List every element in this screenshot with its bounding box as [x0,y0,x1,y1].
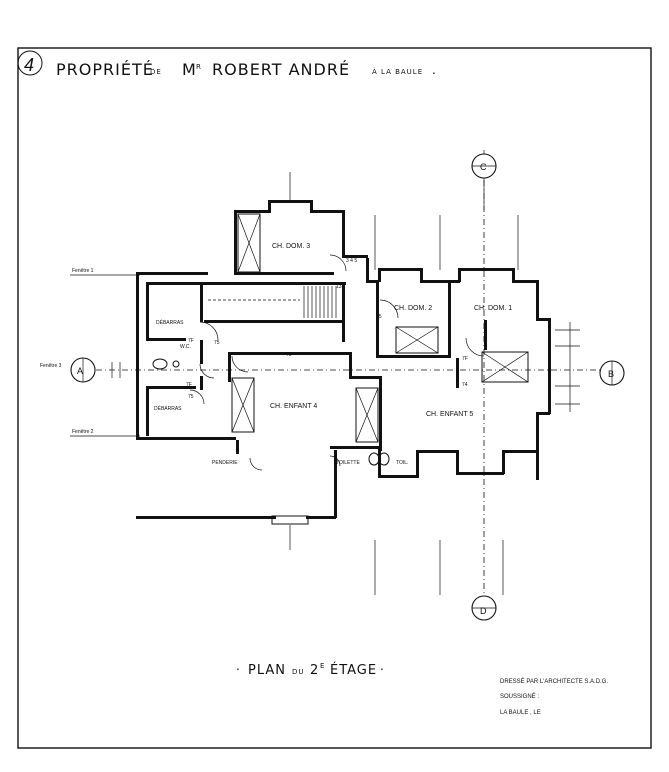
signature-line-2: SOUSSIGNÉ : [500,693,539,700]
label-ch-dom-1: CH. DOM. 1 [474,305,512,312]
title-mr: M [182,60,197,79]
title-block: 4 PROPRIÉTÉ DE M R ROBERT ANDRÉ À LA BAU… [17,50,437,79]
dim-75-a: 75 [214,340,220,346]
staircase: 13 3 4 5 [208,258,357,318]
window-dom2 [395,326,439,354]
window-enfant5-e [481,351,529,383]
fixtures [152,358,390,466]
marker-d-label: D [480,606,487,616]
door-dimension-labels: 7F 75 7F 75 78 75 7F 74 [186,314,468,400]
window-dom3 [237,213,261,273]
dim-75-c: 75 [376,314,382,320]
marker-c-label: C [480,162,487,172]
sheet-border [17,47,652,749]
window-sill-south [271,515,309,525]
dim-74: 74 [462,382,468,388]
plan-title-du: DU [292,668,305,676]
grid-label-1: Fenêtre 1 [72,268,94,274]
label-toilette: TOILETTE [336,460,360,466]
section-marker-b: B [599,360,625,386]
label-debarras-bottom: DÉBARRAS [154,405,182,412]
plan-title-etage: ÉTAGE [330,662,377,678]
title-mr-sup: R [196,63,202,71]
walls [136,200,551,519]
stair-count: 13 [336,284,342,290]
stair-steps: 3 4 5 [346,258,357,264]
dim-75-b: 75 [188,394,194,400]
marker-a-label: A [77,366,83,376]
sheet-number-circle [17,50,43,76]
dim-78: 78 [286,352,292,358]
grid-label-3: Fenêtre 3 [40,363,62,369]
label-ch-enfant-5: CH. ENFANT 5 [426,411,473,418]
signature-block: DRESSÉ PAR L'ARCHITECTE S.A.D.G. SOUSSIG… [500,678,608,716]
plan-title-dot2: . [380,659,385,673]
title-location: À LA BAULE [372,67,423,76]
section-marker-d: D [471,595,497,621]
label-ch-dom-2: CH. DOM. 2 [394,305,432,312]
grid-label-2: Fenêtre 2 [72,429,94,435]
marker-b-label: B [608,369,614,379]
label-debarras-top: DÉBARRAS [156,319,184,326]
section-marker-a: A [70,357,600,383]
section-marker-c: C [471,150,497,620]
wc-bowl [152,358,168,370]
plan-title-level: 2 [310,663,319,678]
label-wc: W.C. [180,344,191,350]
title-of: DE [150,68,162,76]
signature-line-1: DRESSÉ PAR L'ARCHITECTE S.A.D.G. [500,678,608,685]
grid-lines: Fenêtre 1 Fenêtre 2 Fenêtre 3 [40,172,519,595]
plan-title-level-sup: E [320,662,325,670]
dim-7f-b: 7F [186,382,192,388]
plan-title-dot1: . [236,659,241,673]
dim-7f-a: 7F [188,338,194,344]
dimension-marks [111,322,580,412]
dim-7f-c: 7F [462,356,468,362]
title-owner: ROBERT ANDRÉ [212,60,350,79]
window-toilette [355,387,379,443]
label-penderie: PENDERIE [212,460,238,466]
plan-title: . PLAN DU 2 E ÉTAGE . [236,659,385,678]
window-enfant4 [231,377,255,433]
label-ch-enfant-4: CH. ENFANT 4 [270,403,317,410]
title-dot: . [432,63,437,77]
toilet-bowl [368,452,380,466]
title-prefix: PROPRIÉTÉ [56,60,154,79]
windows [231,213,529,525]
plan-title-plan: PLAN [248,663,286,678]
signature-line-3: LA BAULE , LE [500,710,541,716]
label-toil: TOIL. [396,460,408,466]
door-swings [189,254,485,471]
label-ch-dom-3: CH. DOM. 3 [272,243,310,250]
room-labels: CH. DOM. 3 CH. DOM. 2 CH. DOM. 1 DÉBARRA… [154,243,512,466]
sheet-number: 4 [24,55,34,75]
